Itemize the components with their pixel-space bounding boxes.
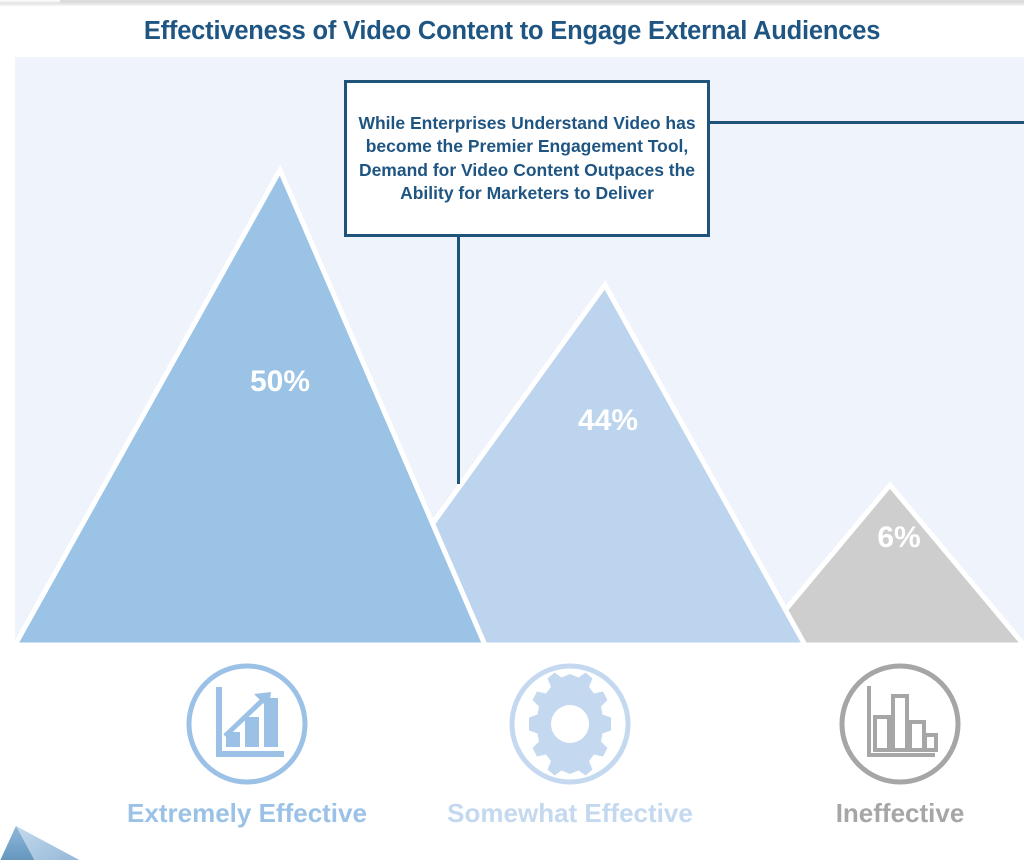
- callout-connector-horizontal: [709, 121, 1024, 124]
- callout-connector-vertical: [457, 236, 460, 484]
- mountain-chart: [15, 57, 1024, 646]
- mountain-extremely-effective: [15, 164, 489, 646]
- slide-top-edge: [0, 0, 1024, 6]
- callout-text: While Enterprises Understand Video has b…: [358, 112, 696, 203]
- decorative-pyramid-graphic: [0, 818, 128, 860]
- legend-item-ineffective[interactable]: Ineffective: [775, 660, 1024, 829]
- legend-item-extremely-effective[interactable]: Extremely Effective: [122, 660, 372, 829]
- page-title: Effectiveness of Video Content to Engage…: [143, 17, 881, 45]
- callout-box: While Enterprises Understand Video has b…: [344, 80, 710, 237]
- mountain-somewhat-effective: [341, 280, 809, 646]
- bar-chart-declining-icon: [839, 663, 961, 785]
- value-label-ineffective: 6%: [877, 521, 921, 554]
- mountain-ineffective: [751, 481, 1024, 646]
- bar-chart-growth-icon: [186, 663, 308, 785]
- value-label-extremely-effective: 50%: [249, 365, 311, 398]
- gear-icon: [509, 663, 631, 785]
- legend: Extremely Effective Somewhat Effective I…: [15, 652, 1024, 857]
- legend-item-somewhat-effective[interactable]: Somewhat Effective: [445, 660, 695, 829]
- legend-label: Extremely Effective: [127, 798, 367, 828]
- legend-label: Somewhat Effective: [447, 798, 693, 828]
- legend-label: Ineffective: [835, 798, 965, 828]
- value-label-somewhat-effective: 44%: [577, 404, 639, 437]
